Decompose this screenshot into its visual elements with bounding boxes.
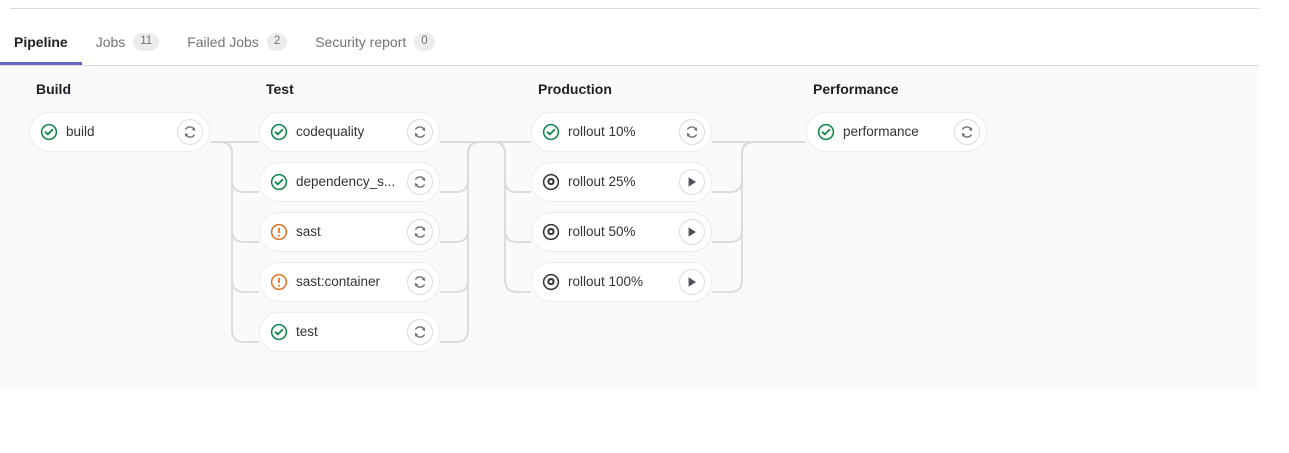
tab-count-badge: 2	[266, 33, 288, 51]
job-node[interactable]: rollout 50%	[531, 212, 712, 252]
tab-label: Security report	[315, 34, 407, 50]
connector-line	[210, 141, 259, 293]
job-node[interactable]: rollout 100%	[531, 262, 712, 302]
retry-job-button[interactable]	[407, 119, 433, 145]
status-success-icon	[40, 123, 58, 141]
retry-job-button[interactable]	[954, 119, 980, 145]
status-manual-icon	[542, 173, 560, 191]
job-node[interactable]: sast	[259, 212, 440, 252]
connector-line	[210, 141, 259, 343]
tab-security-report[interactable]: Security report 0	[301, 22, 448, 65]
status-warning-icon	[270, 223, 288, 241]
job-name: performance	[843, 125, 919, 139]
stage-column-test: Test codequality dependency_s...sast sast:c…	[259, 82, 491, 362]
connector-line	[492, 141, 531, 193]
job-node[interactable]: build	[29, 112, 210, 152]
tab-failed-jobs[interactable]: Failed Jobs 2	[173, 22, 301, 65]
status-success-icon	[270, 123, 288, 141]
connector-line	[492, 141, 531, 293]
job-node[interactable]: dependency_s...	[259, 162, 440, 202]
retry-job-button[interactable]	[679, 119, 705, 145]
job-name: dependency_s...	[296, 175, 396, 189]
tab-label: Jobs	[95, 34, 126, 50]
retry-icon	[184, 126, 196, 138]
status-success-icon	[542, 123, 560, 141]
job-name: rollout 50%	[568, 225, 636, 239]
retry-job-button[interactable]	[407, 319, 433, 345]
retry-icon	[414, 326, 426, 338]
play-icon	[688, 177, 696, 187]
status-success-icon	[270, 173, 288, 191]
retry-job-button[interactable]	[407, 169, 433, 195]
retry-icon	[414, 276, 426, 288]
job-node[interactable]: rollout 25%	[531, 162, 712, 202]
tab-pipeline[interactable]: Pipeline	[0, 22, 82, 65]
retry-icon	[414, 226, 426, 238]
stage-title: Production	[538, 81, 612, 97]
job-node[interactable]: sast:container	[259, 262, 440, 302]
job-name: test	[296, 325, 318, 339]
job-node[interactable]: test	[259, 312, 440, 352]
connector-line	[492, 141, 531, 243]
job-name: rollout 10%	[568, 125, 636, 139]
pipeline-canvas: Build build Test codequality dependency_s...…	[0, 66, 1259, 390]
stage-column-performance: Performance performance	[806, 82, 1038, 162]
tab-count-badge: 11	[133, 33, 160, 51]
job-name: codequality	[296, 125, 365, 139]
top-divider	[10, 8, 1259, 9]
status-manual-icon	[542, 223, 560, 241]
status-success-icon	[270, 323, 288, 341]
stage-title: Build	[36, 81, 71, 97]
retry-job-button[interactable]	[177, 119, 203, 145]
play-icon	[688, 227, 696, 237]
stage-column-production: Production rollout 10% rollout 25% rollout …	[531, 82, 763, 312]
retry-icon	[414, 176, 426, 188]
stage-column-build: Build build	[29, 82, 261, 162]
play-job-button[interactable]	[679, 169, 705, 195]
job-node[interactable]: performance	[806, 112, 987, 152]
retry-icon	[414, 126, 426, 138]
play-icon	[688, 277, 696, 287]
retry-icon	[686, 126, 698, 138]
play-job-button[interactable]	[679, 269, 705, 295]
tab-label: Failed Jobs	[187, 34, 259, 50]
job-name: rollout 100%	[568, 275, 644, 289]
tab-jobs[interactable]: Jobs 11	[82, 22, 174, 65]
status-warning-icon	[270, 273, 288, 291]
tab-count-badge: 0	[414, 33, 435, 51]
stage-title: Performance	[813, 81, 899, 97]
retry-icon	[961, 126, 973, 138]
retry-job-button[interactable]	[407, 219, 433, 245]
stage-title: Test	[266, 81, 294, 97]
job-node[interactable]: rollout 10%	[531, 112, 712, 152]
retry-job-button[interactable]	[407, 269, 433, 295]
job-node[interactable]: codequality	[259, 112, 440, 152]
tab-label: Pipeline	[14, 34, 68, 50]
job-name: sast:container	[296, 275, 381, 289]
status-success-icon	[817, 123, 835, 141]
job-name: sast	[296, 225, 321, 239]
play-job-button[interactable]	[679, 219, 705, 245]
status-manual-icon	[542, 273, 560, 291]
pipeline-tabbar: Pipeline Jobs 11 Failed Jobs 2 Security repor…	[0, 22, 1259, 66]
job-name: build	[66, 125, 95, 139]
job-name: rollout 25%	[568, 175, 636, 189]
